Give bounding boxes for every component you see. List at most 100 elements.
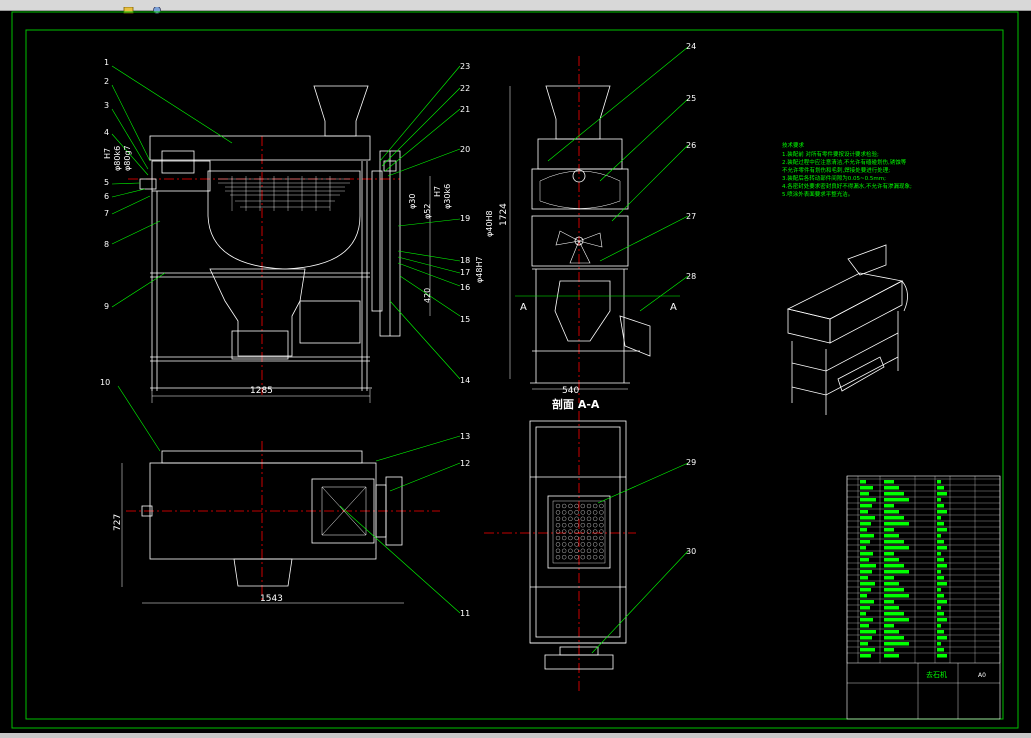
sieve-hole [586, 548, 592, 553]
toolbar-icon-b[interactable] [150, 0, 164, 14]
bom-cell-text [884, 594, 909, 598]
bom-cell-text [884, 534, 899, 538]
part-number-14: 14 [460, 376, 470, 385]
bom-cell-text [860, 630, 876, 634]
fit-r4: 420 [423, 288, 432, 303]
part-number-5: 5 [104, 178, 109, 187]
sieve-hole [568, 529, 573, 534]
sieve-hole [599, 510, 604, 515]
bom-cell-text [937, 630, 944, 634]
section-title: 剖面 A-A [552, 397, 600, 411]
sieve-hole [593, 555, 598, 560]
part-number-24: 24 [686, 42, 696, 51]
bom-cell-text [937, 552, 941, 556]
sieve-hole [580, 535, 585, 541]
bom-cell-text [937, 480, 941, 484]
bom-cell-text [884, 618, 909, 622]
notes-line-6: 5.喷涂外表面要求平整光洁。 [782, 190, 853, 198]
sieve-hole [562, 529, 567, 534]
bom-cell-text [937, 624, 941, 628]
sieve-hole [593, 529, 598, 534]
sieve-hole [580, 503, 585, 509]
sieve-hole [555, 510, 561, 515]
bom-cell-text [860, 648, 875, 652]
bom-cell-text [937, 522, 944, 526]
bom-cell-text [860, 486, 873, 490]
bom-cell-text [884, 552, 894, 556]
toolbar-icon-a[interactable] [122, 0, 136, 14]
sieve-hole [586, 542, 592, 547]
drawing-canvas[interactable]: 1 2 3 4 5 6 7 8 9 10 11 12 13 14 15 16 1… [0, 11, 1031, 733]
fit-left-2: φ80k6 [113, 146, 122, 171]
bom-cell-text [884, 516, 904, 520]
sieve-hole [555, 535, 561, 541]
section-view [484, 411, 636, 691]
isometric-view [786, 244, 908, 415]
sieve-hole [555, 529, 561, 534]
sieve-hole [580, 555, 585, 560]
part-number-26: 26 [686, 141, 696, 150]
inner-frame [25, 29, 1004, 720]
fit-r3: φ48H7 [475, 256, 484, 283]
part-number-28: 28 [686, 272, 696, 281]
part-number-25: 25 [686, 94, 696, 103]
sieve-hole [593, 535, 598, 541]
dim-plan-length: 1543 [260, 594, 283, 604]
bom-cell-text [860, 588, 871, 592]
part-number-21: 21 [460, 105, 470, 114]
notes-line-2: 2.装配过程中应注意清洁,不允许有磕碰划伤,锈蚀等 [782, 158, 907, 166]
bom-cell-text [860, 480, 866, 484]
bom-cell-text [884, 510, 899, 514]
sieve-hole [568, 542, 573, 547]
bom-cell-text [860, 558, 869, 562]
bom-cell-text [884, 492, 904, 496]
bom-cell-text [884, 498, 909, 502]
bom-cell-text [937, 642, 941, 646]
bom-cell-text [937, 636, 947, 640]
bom-cell-text [860, 504, 872, 508]
bom-cell-text [884, 546, 909, 550]
sieve-hole [580, 529, 585, 534]
title-block [846, 475, 1001, 720]
fit-r2: φ52 [423, 204, 432, 219]
section-mark-left: A [520, 302, 527, 313]
sieve-hole [568, 535, 573, 541]
part-number-23: 23 [460, 62, 470, 71]
bom-cell-text [860, 576, 868, 580]
sieve-hole [599, 523, 604, 528]
sieve-hole [562, 555, 567, 560]
notes-line-4: 3.装配后各转动部件间隙为0.05~0.5mm; [782, 174, 886, 182]
bom-cell-text [884, 642, 909, 646]
bom-cell-text [860, 528, 867, 532]
bom-cell-text [937, 486, 944, 490]
sieve-hole [562, 523, 567, 528]
bom-cell-text [884, 486, 899, 490]
section-mark-right: A [670, 302, 677, 313]
fit-mid-2: φ30k6 [443, 184, 452, 209]
part-number-20: 20 [460, 145, 470, 154]
fit-r1: φ30 [408, 194, 417, 209]
sieve-hole [568, 503, 573, 509]
sieve-hole [555, 548, 561, 553]
bom-cell-text [937, 576, 944, 580]
sieve-hole [586, 555, 592, 560]
technical-notes: 技术要求 1.装配前 对所有零件要按设计要求检验; 2.装配过程中应注意清洁,不… [782, 141, 912, 198]
bom-cell-text [937, 594, 944, 598]
sieve-hole [593, 510, 598, 515]
part-number-22: 22 [460, 84, 470, 93]
bom-cell-text [860, 642, 868, 646]
bom-cell-text [937, 606, 941, 610]
sieve-hole [586, 516, 592, 521]
bom-cell-text [860, 510, 868, 514]
part-number-1: 1 [104, 58, 109, 67]
sieve-hole [593, 516, 598, 521]
bom-cell-text [884, 528, 894, 532]
bom-cell-text [937, 546, 947, 550]
bom-cell-text [860, 516, 875, 520]
toolbar [0, 0, 1031, 14]
sieve-hole [555, 542, 561, 547]
bom-cell-text [884, 558, 899, 562]
sieve-hole [599, 555, 604, 560]
bom-cell-text [884, 540, 904, 544]
